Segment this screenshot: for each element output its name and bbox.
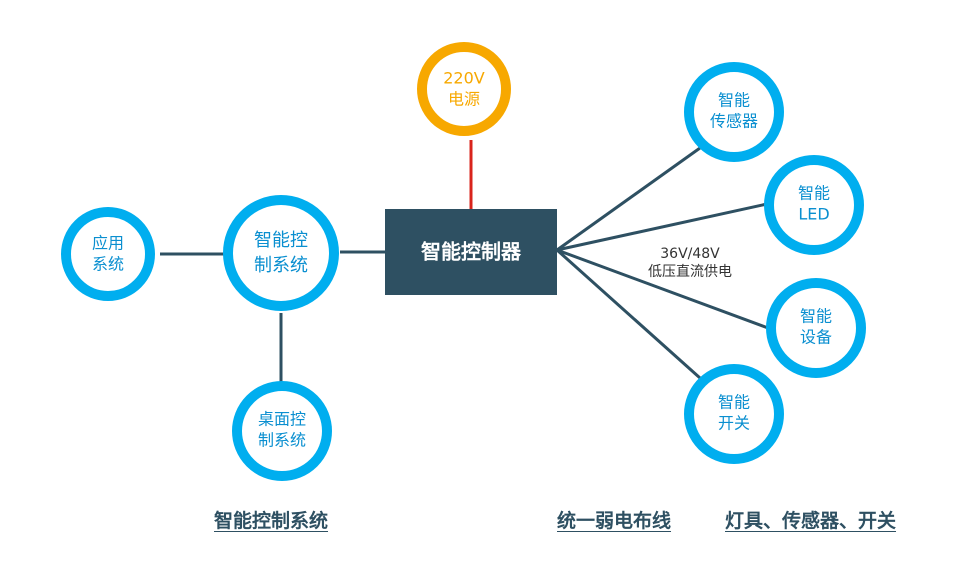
smart-control-system-node: 智能控 制系统 bbox=[223, 195, 339, 311]
smart-control-system-label-line2: 制系统 bbox=[254, 255, 308, 276]
caption-smart-control-system: 智能控制系统 bbox=[214, 510, 329, 532]
app-system-label-line2: 系统 bbox=[92, 255, 124, 274]
link-controller-to-switch bbox=[555, 248, 702, 380]
smart-led-label-line2: LED bbox=[798, 205, 829, 224]
desktop-control-system-label-line1: 桌面控 bbox=[258, 410, 306, 429]
central-controller: 智能控制器 bbox=[385, 209, 557, 295]
link-controller-to-device bbox=[556, 248, 769, 330]
power-label-line1: 220V bbox=[443, 69, 485, 88]
caption-unified-wiring: 统一弱电布线 bbox=[557, 510, 672, 532]
link-controller-to-led bbox=[556, 202, 768, 252]
smart-switch-label-line2: 开关 bbox=[718, 414, 750, 433]
smart-device-label-line2: 设备 bbox=[800, 328, 832, 347]
smart-control-system-label-line1: 智能控 bbox=[254, 230, 308, 251]
supply-voltage-annotation: 36V/48V bbox=[660, 246, 720, 262]
app-system-label-line1: 应用 bbox=[92, 234, 124, 253]
smart-sensor-label-line2: 传感器 bbox=[710, 112, 758, 131]
smart-led-label-line1: 智能 bbox=[798, 184, 830, 203]
power-label-line2: 电源 bbox=[448, 90, 480, 109]
smart-switch-label-line1: 智能 bbox=[718, 393, 750, 412]
smart-sensor-label-line1: 智能 bbox=[718, 91, 750, 110]
smart-sensor-node: 智能 传感器 bbox=[684, 62, 784, 162]
desktop-control-system-node: 桌面控 制系统 bbox=[232, 381, 332, 481]
smart-device-label-line1: 智能 bbox=[800, 307, 832, 326]
central-controller-label: 智能控制器 bbox=[421, 240, 522, 264]
caption-fixtures-sensors-switches: 灯具、传感器、开关 bbox=[725, 510, 897, 532]
link-controller-to-sensor bbox=[556, 146, 701, 252]
app-system-node: 应用 系统 bbox=[61, 207, 155, 301]
desktop-control-system-label-line2: 制系统 bbox=[258, 431, 306, 450]
smart-switch-node: 智能 开关 bbox=[684, 364, 784, 464]
supply-type-annotation: 低压直流供电 bbox=[648, 263, 732, 280]
power-node: 220V 电源 bbox=[417, 42, 511, 136]
smart-device-node: 智能 设备 bbox=[766, 278, 866, 378]
smart-led-node: 智能 LED bbox=[764, 155, 864, 255]
